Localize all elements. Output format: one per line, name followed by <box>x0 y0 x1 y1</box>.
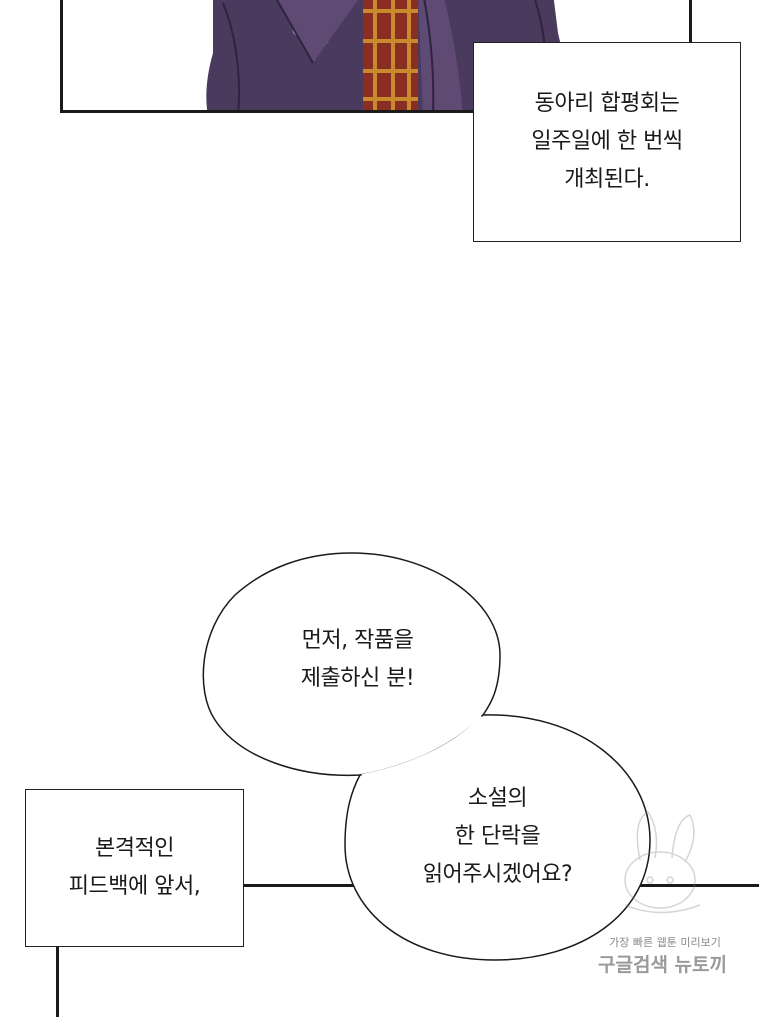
watermark-small-text: 가장 빠른 웹툰 미리보기 <box>609 936 721 949</box>
narration-caption-top: 동아리 합평회는 일주일에 한 번씩 개최된다. <box>473 42 741 242</box>
caption-line: 본격적인 <box>95 836 174 861</box>
caption-line: 개최된다. <box>564 167 650 192</box>
caption-line: 피드백에 앞서, <box>68 874 201 899</box>
bubble-line: 먼저, 작품을 <box>301 628 414 653</box>
bubble-line: 소설의 <box>467 786 528 811</box>
caption-line: 동아리 합평회는 <box>534 91 680 116</box>
narration-caption-bottom: 본격적인 피드백에 앞서, <box>25 789 244 947</box>
bubble-line: 제출하신 분! <box>300 666 415 691</box>
speech-bubble-lower <box>344 714 651 961</box>
bubble-line: 한 단락을 <box>454 824 541 849</box>
bubble-line: 읽어주시겠어요? <box>422 862 573 887</box>
speech-bubble-upper-text: 먼저, 작품을 제출하신 분! <box>230 622 485 698</box>
narration-caption-top-text: 동아리 합평회는 일주일에 한 번씩 개최된다. <box>531 85 683 199</box>
speech-bubble-lower-text: 소설의 한 단락을 읽어주시겠어요? <box>370 780 625 894</box>
watermark-large-text: 구글검색 뉴토끼 <box>598 954 727 976</box>
caption-line: 일주일에 한 번씩 <box>531 129 683 154</box>
narration-caption-bottom-text: 본격적인 피드백에 앞서, <box>68 830 201 906</box>
